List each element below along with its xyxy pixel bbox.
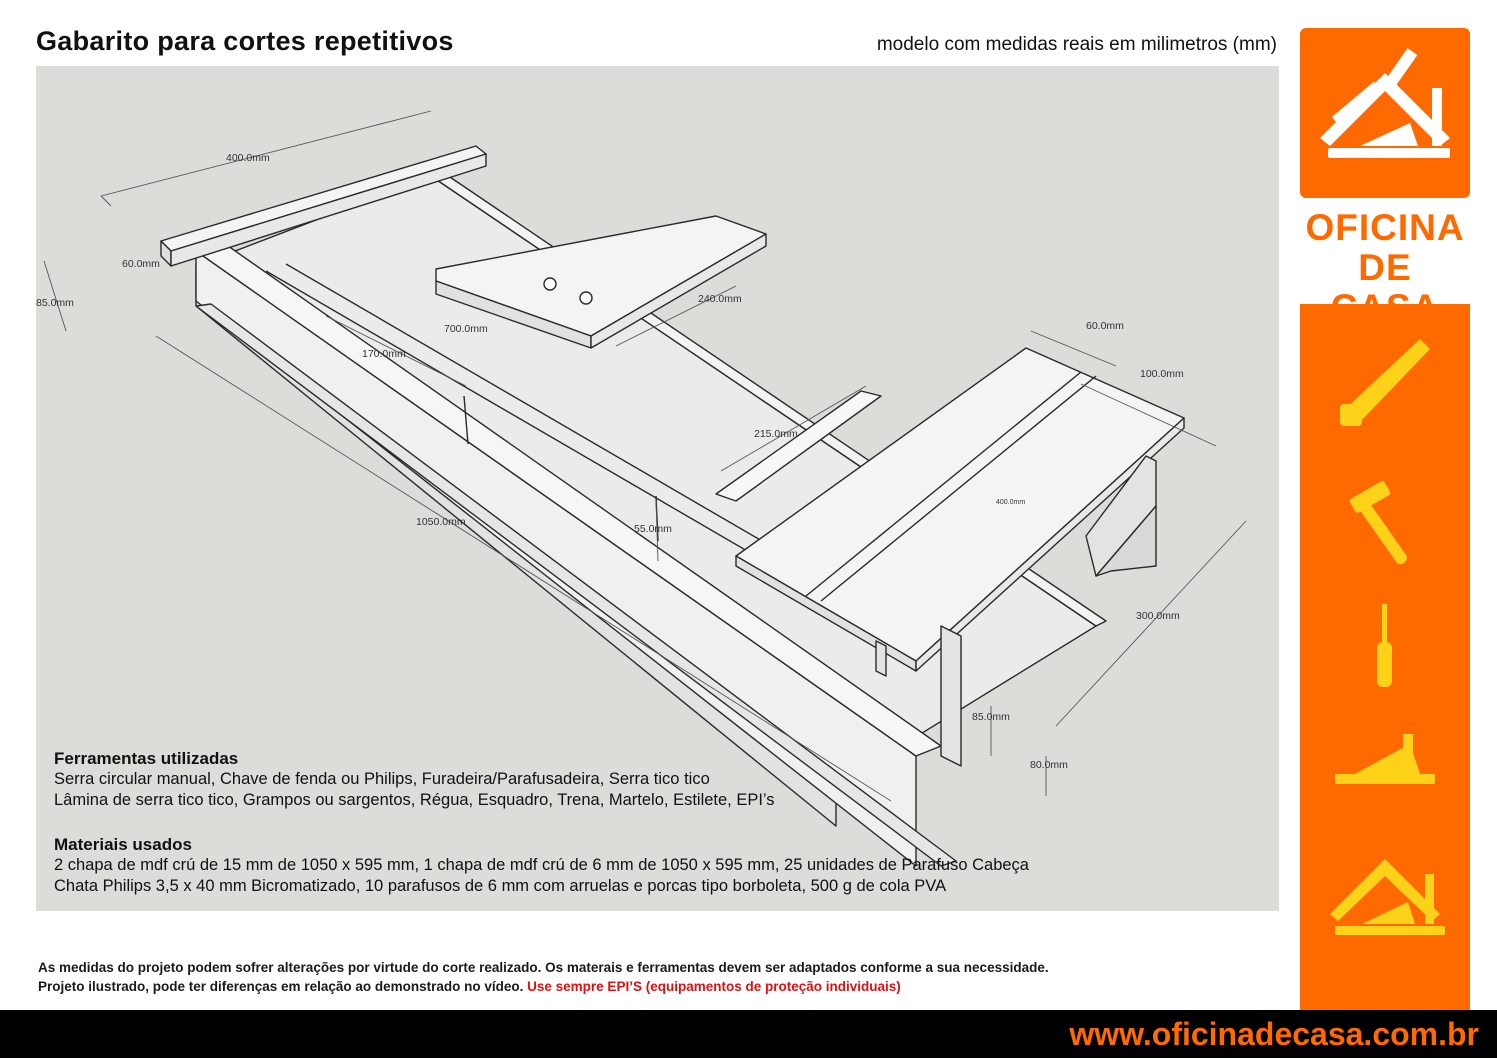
disclaimer: As medidas do projeto podem sofrer alter…	[38, 958, 1049, 996]
dim-80: 80.0mm	[1030, 759, 1068, 771]
dim-85-left: 85.0mm	[36, 297, 74, 309]
brand-sidebar: OFICINA DE CASA	[1300, 28, 1470, 1028]
dim-215: 215.0mm	[754, 428, 798, 440]
logo[interactable]	[1300, 28, 1470, 198]
house-tools-icon	[1330, 859, 1445, 935]
materials-line-2: Chata Philips 3,5 x 40 mm Bicromatizado,…	[54, 877, 947, 895]
dim-85-right: 85.0mm	[972, 711, 1010, 723]
footer-bar	[0, 1010, 1497, 1058]
dim-300: 300.0mm	[1136, 610, 1180, 622]
materials-heading: Materiais usados	[54, 835, 192, 854]
dim-1050: 1050.0mm	[416, 516, 466, 528]
hammer-icon	[1349, 481, 1408, 565]
safety-warning: Use sempre EPI’S (equipamentos de proteç…	[527, 979, 901, 994]
brand-line-1: OFICINA	[1305, 207, 1465, 248]
lower-rail	[195, 303, 957, 867]
disclaimer-line-2-text: Projeto ilustrado, pode ter diferenças e…	[38, 979, 524, 994]
dim-700: 700.0mm	[444, 323, 488, 335]
dim-170: 170.0mm	[362, 348, 406, 360]
platform-leg	[1085, 455, 1157, 577]
page-title: Gabarito para cortes repetitivos	[36, 26, 454, 56]
jig-3d-drawing: 400.0mm 60.0mm 85.0mm 700.0mm 240.0mm 17…	[36, 110, 1247, 867]
disclaimer-line-1: As medidas do projeto podem sofrer alter…	[38, 960, 1049, 975]
disclaimer-line-2: Projeto ilustrado, pode ter diferenças e…	[38, 977, 1049, 996]
dim-60-right: 60.0mm	[1086, 320, 1124, 332]
tools-heading: Ferramentas utilizadas	[54, 749, 239, 768]
drawing-panel: 400.0mm 60.0mm 85.0mm 700.0mm 240.0mm 17…	[36, 66, 1279, 911]
plane-icon	[1335, 734, 1435, 784]
dim-240: 240.0mm	[698, 293, 742, 305]
screwdriver-icon	[1377, 604, 1392, 687]
website-link[interactable]: www.oficinadecasa.com.br	[1069, 1016, 1479, 1052]
saw-icon	[1340, 339, 1430, 426]
tools-strip	[1300, 304, 1470, 1028]
dim-55: 55.0mm	[634, 523, 672, 535]
tools-line-2: Lâmina de serra tico tico, Grampos ou sa…	[54, 791, 775, 809]
tools-section: Ferramentas utilizadas Serra circular ma…	[54, 748, 775, 811]
house-tools-logo-icon	[1320, 48, 1450, 158]
dim-100: 100.0mm	[1140, 368, 1184, 380]
materials-section: Materiais usados 2 chapa de mdf crú de 1…	[54, 834, 1029, 897]
slot	[715, 390, 882, 502]
page-subtitle: modelo com medidas reais em milimetros (…	[876, 34, 1277, 55]
dim-400-small: 400.0mm	[996, 499, 1025, 506]
materials-line-1: 2 chapa de mdf crú de 15 mm de 1050 x 59…	[54, 856, 1029, 874]
tools-line-1: Serra circular manual, Chave de fenda ou…	[54, 770, 710, 788]
dim-60-left: 60.0mm	[122, 258, 160, 270]
dim-400-top: 400.0mm	[226, 152, 270, 164]
